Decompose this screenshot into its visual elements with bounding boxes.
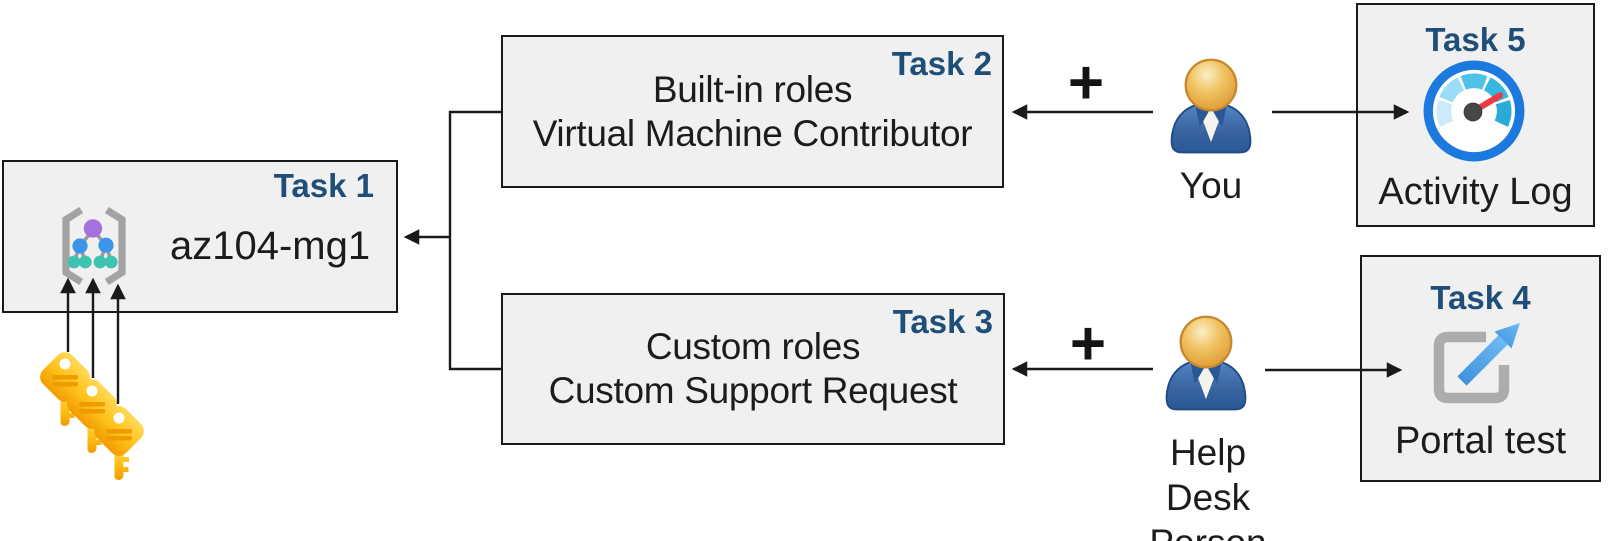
key-icon [40,352,90,426]
task2-line2: Virtual Machine Contributor [532,112,973,154]
key-icon [67,379,117,453]
task4-label: Task 4 [1430,279,1531,316]
task2-line1: Built-in roles [652,68,853,110]
task2-label: Task 2 [891,45,992,82]
three-keys-icon [40,352,144,480]
help-desk-label-line1: Help Desk [1165,432,1251,518]
external-link-icon [1433,323,1520,404]
management-group-icon [62,206,126,286]
task5-label: Task 5 [1425,21,1526,58]
activity-log-gauge-icon [1423,60,1525,162]
task3-line2: Custom Support Request [548,370,958,411]
task2-content: Built-in roles Virtual Machine Contribut… [503,37,1002,186]
task3-box: Task 3 Custom roles Custom Support Reque… [501,293,1005,445]
task1-box: Task 1 az104-mg1 [2,160,398,313]
task5-box: Task 5 Activity Log [1356,3,1595,227]
bracket-connector [448,110,501,371]
task3-content: Custom roles Custom Support Request [503,295,1003,443]
help-desk-label-line2: Person [1128,520,1288,541]
task5-caption: Activity Log [1378,171,1573,213]
person-icon [1165,315,1247,411]
help-desk-label: Help Desk Person [1128,430,1288,541]
task3-line1: Custom roles [645,326,861,367]
task4-box: Task 4 Portal test [1360,255,1601,482]
key-icon [94,406,144,480]
task1-title: az104-mg1 [170,224,371,268]
task4-caption: Portal test [1394,420,1567,462]
you-label: You [1179,165,1243,206]
task2-box: Task 2 Built-in roles Virtual Machine Co… [501,35,1004,188]
task3-label: Task 3 [892,303,993,340]
plus-icon: + [1069,309,1107,379]
plus-icon: + [1067,48,1105,118]
person-icon [1170,58,1252,154]
task1-label: Task 1 [273,167,374,204]
